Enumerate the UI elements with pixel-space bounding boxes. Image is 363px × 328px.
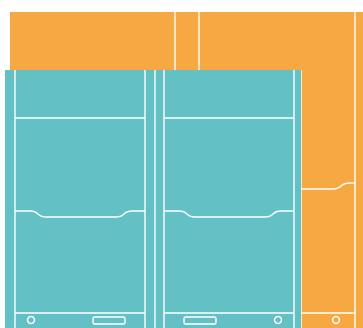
back-cabinet-knob-icon [331, 315, 341, 325]
front-cabinet-knob-right-icon [273, 315, 283, 325]
front-cabinet-shelf-right [164, 210, 294, 218]
front-cabinet-handle-right-icon [183, 316, 217, 325]
front-cabinet-handle-left-icon [92, 316, 126, 325]
front-cabinet [5, 70, 301, 328]
front-cabinet-knob-left-icon [26, 315, 36, 325]
front-cabinet-body [5, 70, 301, 328]
back-cabinet-shelf-curve [301, 182, 355, 190]
front-cabinet-shelf-left [15, 210, 145, 218]
